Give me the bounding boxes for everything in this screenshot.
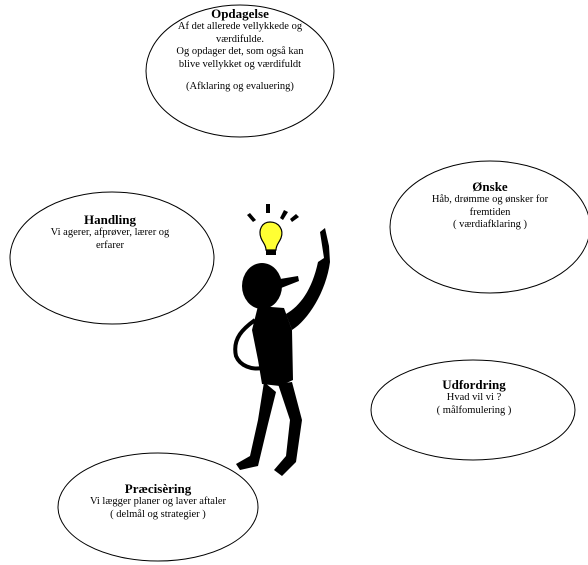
bubble-line: Vi agerer, afprøver, lærer og: [50, 227, 170, 238]
bubble-line: fremtiden: [469, 206, 511, 218]
bubble-onske: Ønske Håb, drømme og ønsker for fremtide…: [420, 179, 560, 232]
ellipse-praecisering: [57, 452, 259, 562]
bubble-title-opdagelse: Opdagelse: [211, 6, 269, 21]
bubble-praecisering: Præcisèring Vi lægger planer og laver af…: [80, 481, 236, 521]
bubble-note: (Afklaring og evaluering): [186, 81, 294, 92]
bubble-line: Hvad vil vi ?: [446, 392, 502, 403]
ellipse-opdagelse: [145, 4, 335, 138]
bubble-opdagelse: Opdagelse Af det allerede vellykkede og …: [176, 6, 304, 94]
bubble-title-udfordring: Udfordring: [442, 377, 506, 392]
bubble-udfordring: Udfordring Hvad vil vi ? ( målfomulering…: [410, 377, 538, 417]
bubble-line: værdifulde.: [215, 33, 265, 45]
ellipse-handling: [9, 191, 215, 325]
bubble-title-handling: Handling: [83, 212, 137, 227]
bubble-line: ( målfomulering ): [436, 404, 512, 416]
idea-rays: [247, 204, 299, 222]
ellipse-udfordring: [370, 359, 576, 461]
bubble-title-onske: Ønske: [472, 179, 508, 194]
bubble-handling: Handling Vi agerer, afprøver, lærer og e…: [40, 212, 180, 252]
bubble-line: erfarer: [96, 239, 124, 251]
thinking-stick-figure-icon: [233, 228, 330, 476]
bubble-line: Håb, drømme og ønsker for: [431, 194, 549, 205]
bubble-title-praecisering: Præcisèring: [124, 481, 192, 496]
bubble-line: Af det allerede vellykkede og: [177, 21, 303, 32]
bubble-line: Vi lægger planer og laver aftaler: [89, 496, 227, 507]
bubble-line: ( delmål og strategier ): [110, 508, 206, 520]
lightbulb-icon: [259, 221, 283, 255]
bubble-line: Og opdager det, som også kan: [176, 46, 304, 57]
ellipse-onske: [389, 160, 588, 294]
bubble-line: blive vellykket og værdifuldt: [178, 58, 302, 70]
bubble-line: ( værdiafklaring ): [452, 219, 528, 230]
